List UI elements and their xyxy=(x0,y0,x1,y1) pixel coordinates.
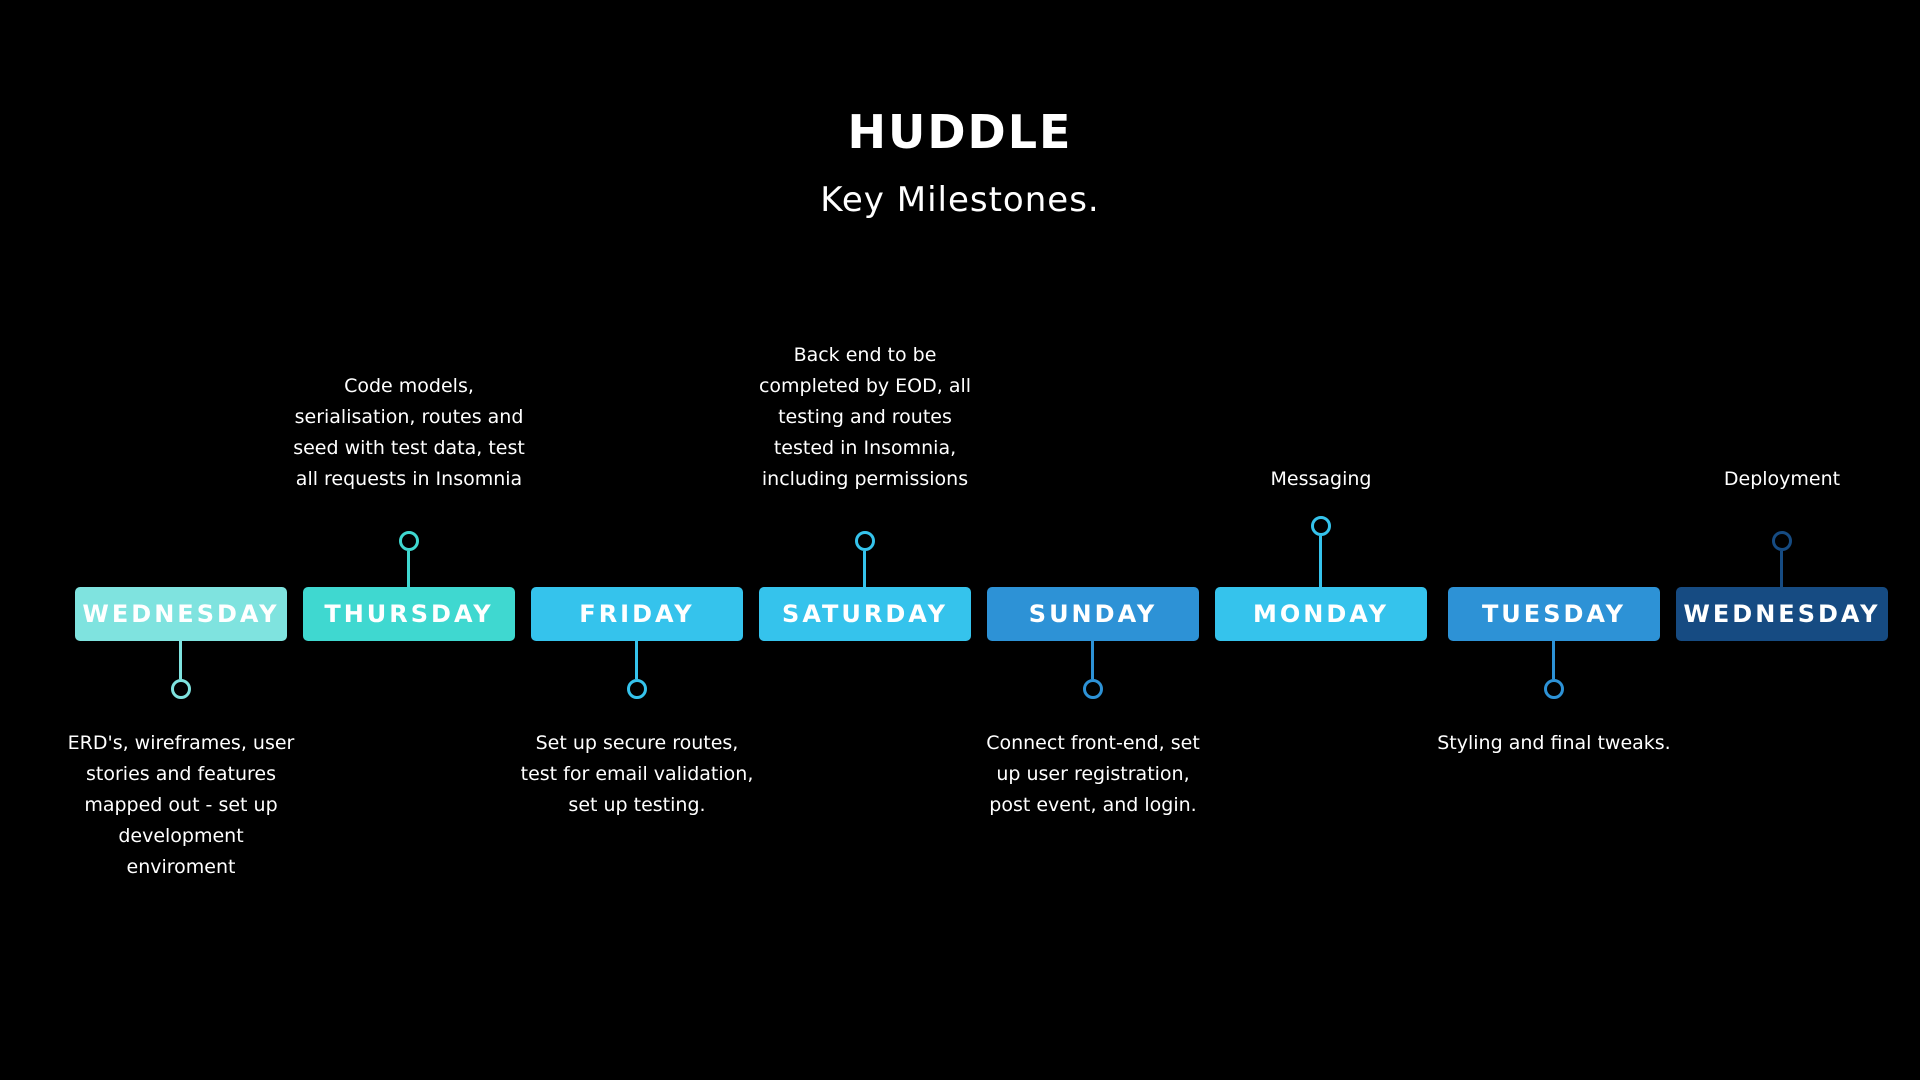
milestone-dot-icon xyxy=(1544,679,1564,699)
day-label: WEDNESDAY xyxy=(1676,587,1888,641)
milestone-dot-icon xyxy=(171,679,191,699)
day-label: TUESDAY xyxy=(1448,587,1660,641)
milestone-dot-icon xyxy=(855,531,875,551)
milestone-3: FRIDAY Set up secure routes, test for ema… xyxy=(521,0,753,1080)
milestone-8: WEDNESDAY Deployment xyxy=(1676,0,1888,1080)
milestone-4: SATURDAY Back end to be completed by EOD,… xyxy=(759,0,971,1080)
connector-line xyxy=(1780,551,1783,587)
milestone-description: Messaging xyxy=(1270,468,1372,490)
connector-line xyxy=(1552,641,1555,679)
day-label: THURSDAY xyxy=(303,587,515,641)
connector-line xyxy=(635,641,638,679)
connector-line xyxy=(863,551,866,587)
day-label: SUNDAY xyxy=(987,587,1199,641)
milestone-description: ERD's, wireframes, user stories and feat… xyxy=(67,732,295,878)
milestone-5: SUNDAY Connect front-end, set up user reg… xyxy=(986,0,1200,1080)
milestone-description: Styling and final tweaks. xyxy=(1437,732,1671,754)
connector-line xyxy=(179,641,182,679)
milestone-dot-icon xyxy=(399,531,419,551)
connector-line xyxy=(1091,641,1094,679)
milestone-1: WEDNESDAY ERD's, wireframes, user stories… xyxy=(68,0,294,1080)
milestone-description: Connect front-end, set up user registrat… xyxy=(986,732,1200,816)
milestone-dot-icon xyxy=(1311,516,1331,536)
day-label: SATURDAY xyxy=(759,587,971,641)
milestone-description: Code models, serialisation, routes and s… xyxy=(293,375,525,490)
connector-line xyxy=(1319,536,1322,587)
milestone-dot-icon xyxy=(627,679,647,699)
connector-line xyxy=(407,551,410,587)
milestone-description: Deployment xyxy=(1723,468,1841,490)
slide-subtitle: Key Milestones. xyxy=(820,180,1100,220)
milestone-7: TUESDAY Styling and final tweaks. xyxy=(1437,0,1671,1080)
milestone-2: THURSDAY Code models, serialisation, rout… xyxy=(293,0,525,1080)
day-label: MONDAY xyxy=(1215,587,1427,641)
milestone-6: MONDAY Messaging xyxy=(1215,0,1427,1080)
milestone-description: Back end to be completed by EOD, all tes… xyxy=(758,344,972,490)
slide-title: HUDDLE xyxy=(847,105,1073,159)
day-label: FRIDAY xyxy=(531,587,743,641)
milestone-description: Set up secure routes, test for email val… xyxy=(520,732,754,816)
milestone-dot-icon xyxy=(1083,679,1103,699)
milestone-dot-icon xyxy=(1772,531,1792,551)
day-label: WEDNESDAY xyxy=(75,587,287,641)
